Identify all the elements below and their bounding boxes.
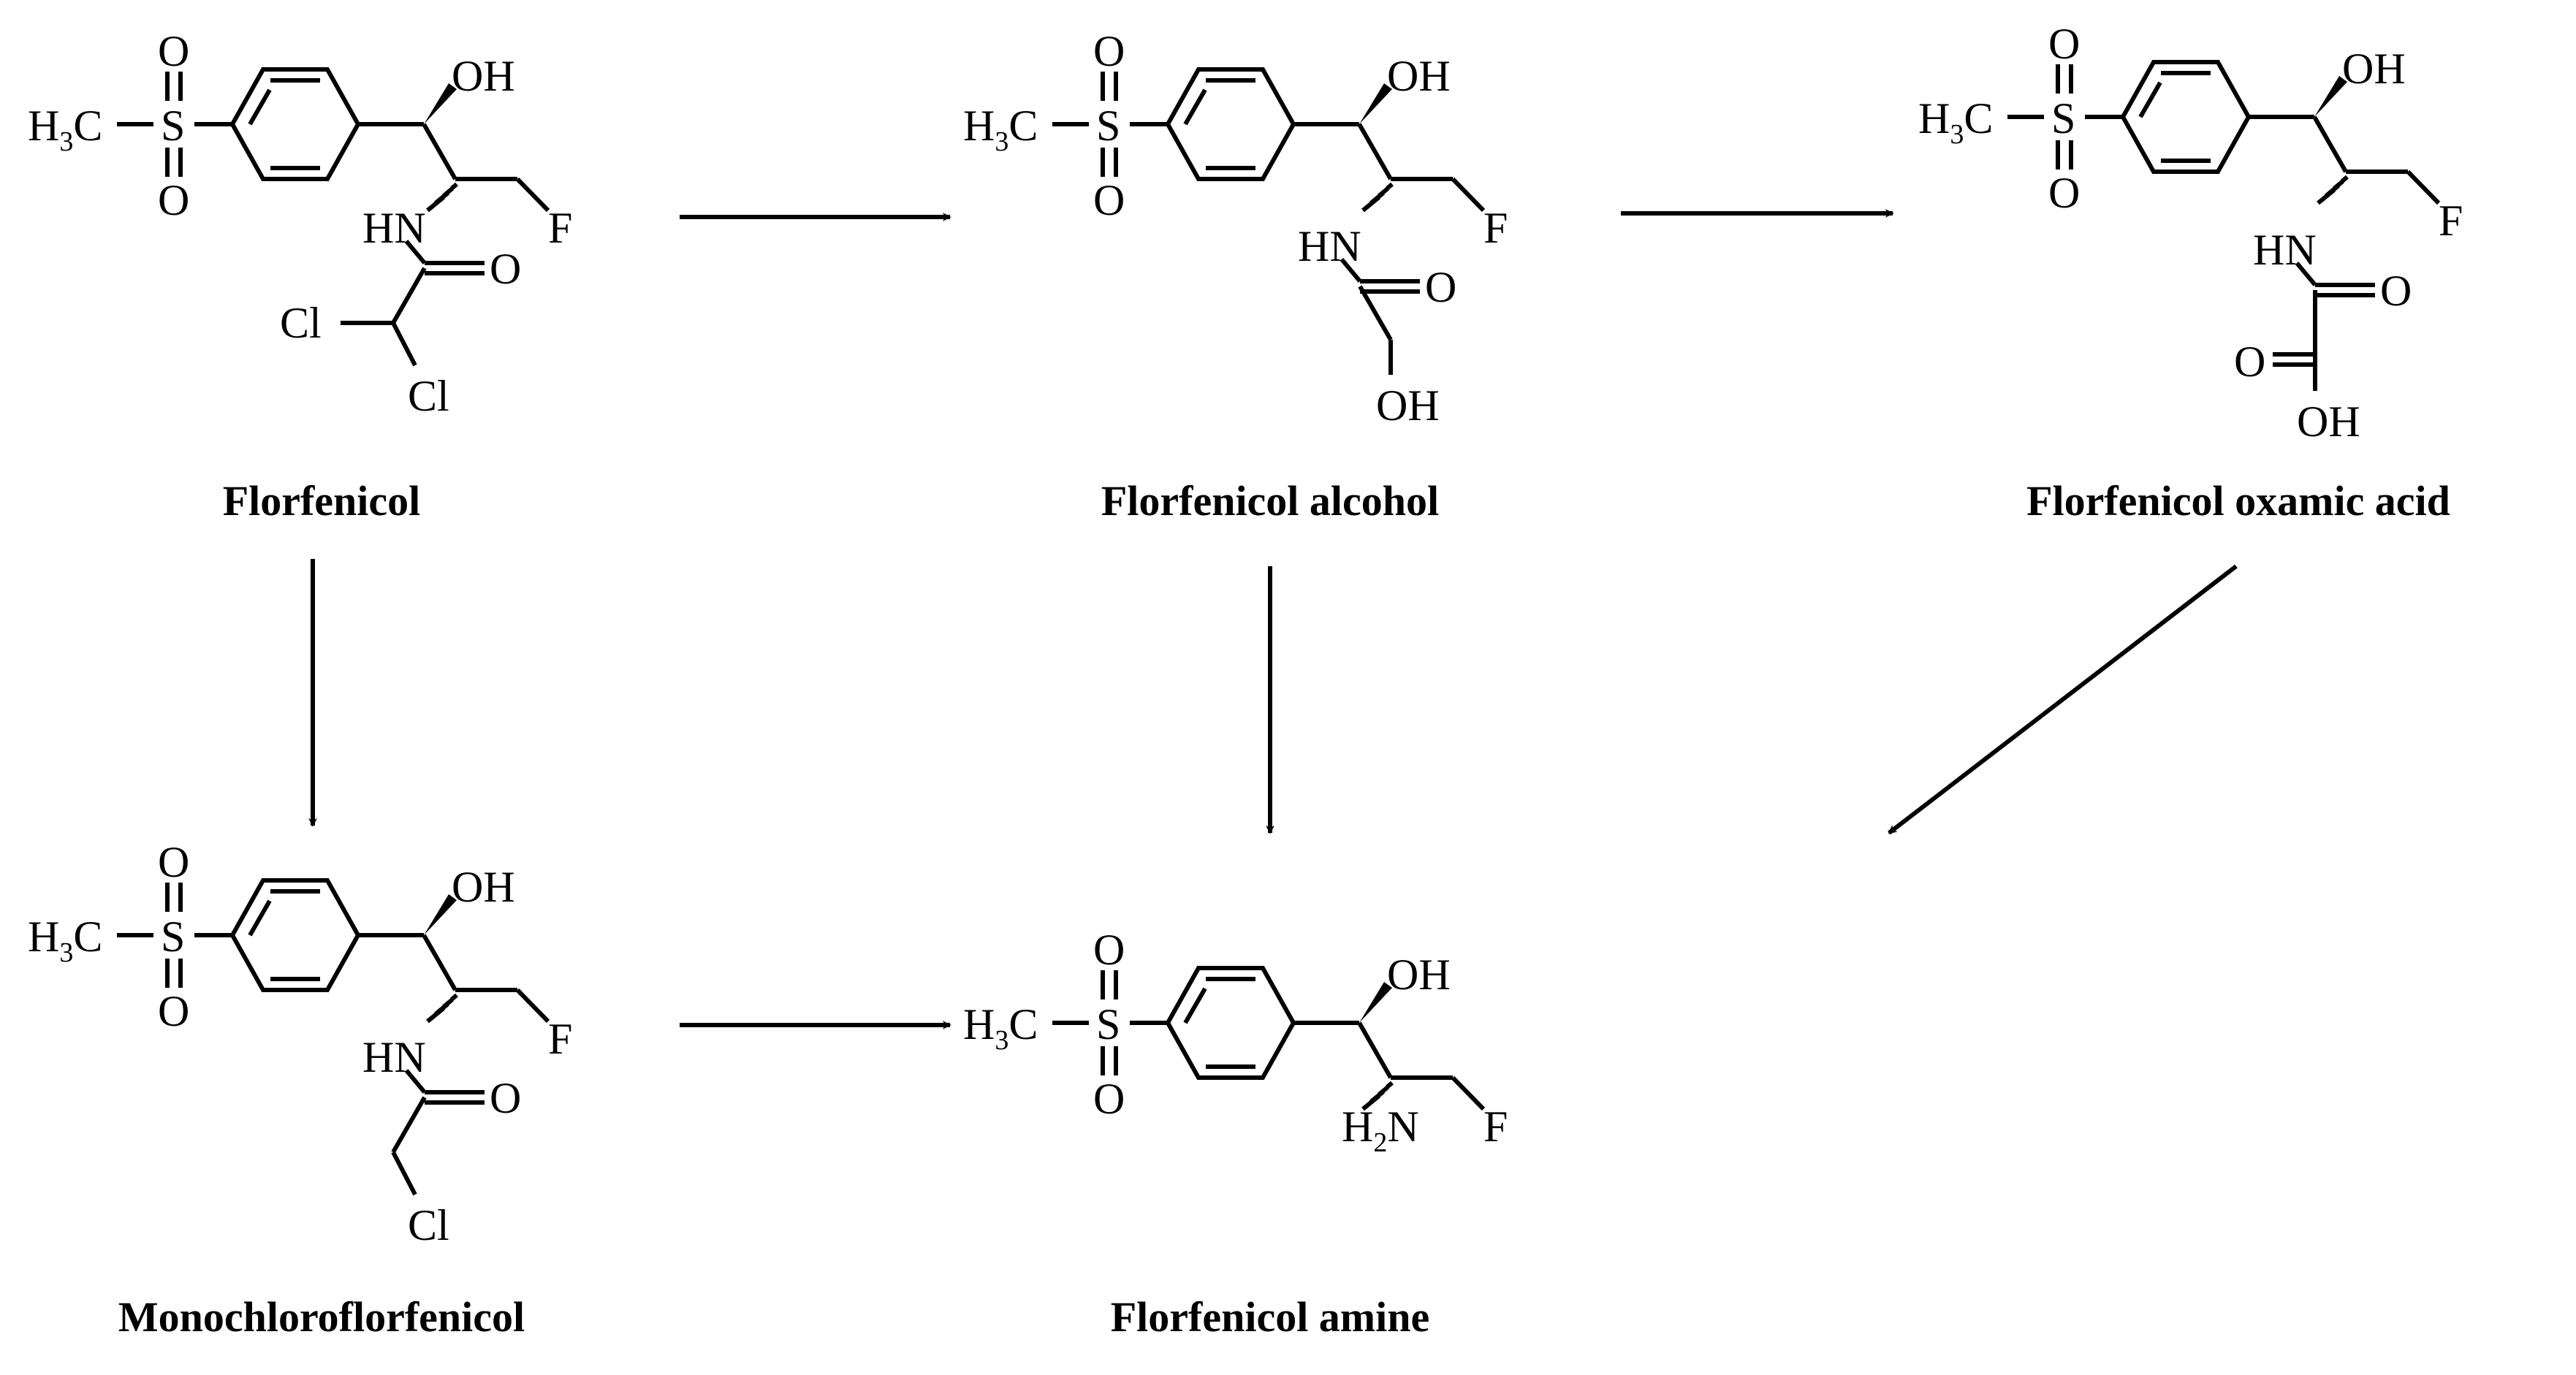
label-florfenicol: Florfenicol: [223, 477, 421, 525]
reaction-arrows: [308, 209, 2238, 1029]
structure-florfenicol-oxamic-acid: O OH: [1918, 20, 2463, 446]
label-florfenicol-amine: Florfenicol amine: [1111, 1293, 1430, 1341]
structure-florfenicol-amine: H2N: [963, 926, 1508, 1158]
svg-text:H2N: H2N: [1342, 1102, 1419, 1158]
svg-text:O: O: [2234, 338, 2265, 386]
label-monochloroflorfenicol: Monochloroflorfenicol: [118, 1293, 525, 1341]
svg-text:OH: OH: [1376, 381, 1440, 430]
structure-monochloroflorfenicol: Cl: [28, 838, 572, 1249]
structure-florfenicol: Cl Cl: [28, 27, 572, 420]
structure-florfenicol-alcohol: OH: [963, 27, 1508, 430]
svg-text:Cl: Cl: [408, 1201, 449, 1249]
label-florfenicol-alcohol: Florfenicol alcohol: [1101, 477, 1439, 525]
svg-text:Cl: Cl: [280, 299, 322, 347]
svg-text:OH: OH: [2297, 397, 2360, 446]
label-florfenicol-oxamic-acid: Florfenicol oxamic acid: [2026, 477, 2450, 525]
arrow-oxamic-acid-to-amine: [1888, 564, 2238, 835]
svg-text:Cl: Cl: [408, 372, 449, 420]
